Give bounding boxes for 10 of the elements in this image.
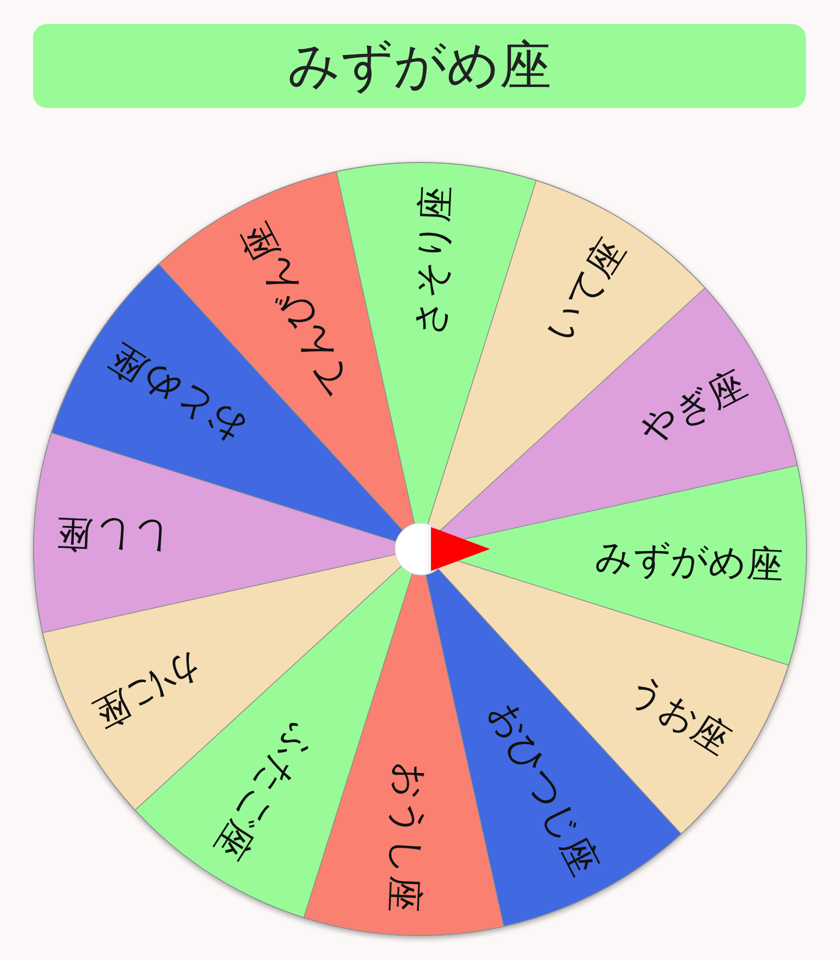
segment-label: いて座 [539,232,632,348]
segment-label: しし座 [56,514,170,557]
segment-label: やぎ座 [634,364,752,450]
segment-label: おうし座 [386,761,430,914]
segment-label: ふたご座 [208,718,322,866]
segment-label: おひつじ座 [484,696,604,880]
segment-label: さそり座 [410,184,454,337]
segment-label: うお座 [622,668,737,760]
title-banner: みずがめ座 [33,24,806,108]
segment-label: かに座 [88,648,206,734]
